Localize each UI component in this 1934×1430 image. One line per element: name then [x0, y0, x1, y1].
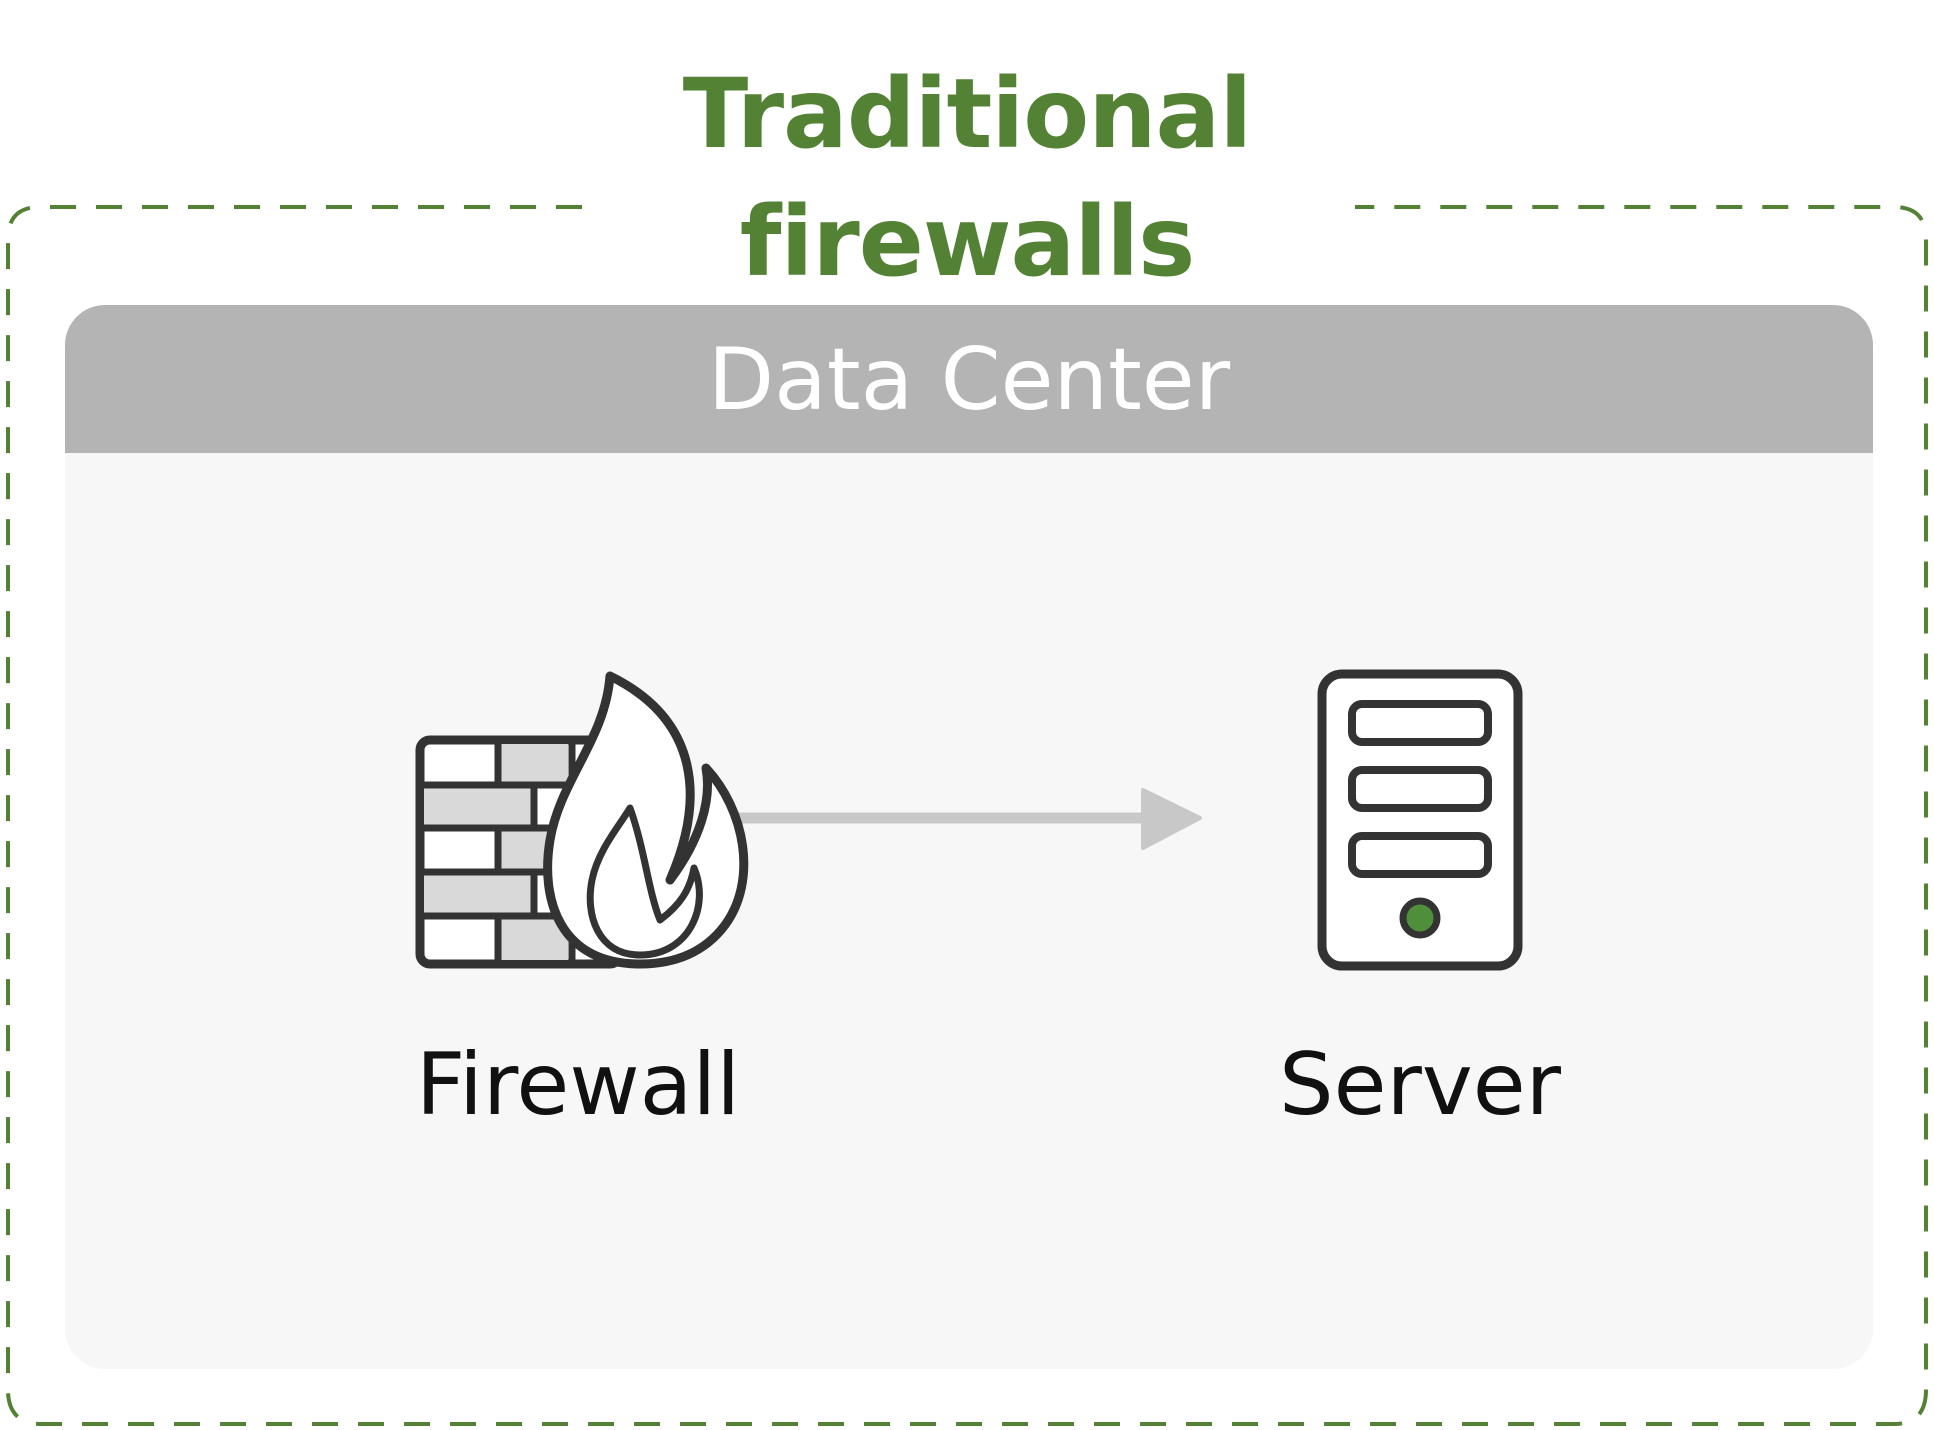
data-center-panel: Data Center	[65, 305, 1873, 1369]
server-icon	[1317, 669, 1523, 971]
data-center-label: Data Center	[707, 330, 1231, 430]
arrow-right-icon	[735, 788, 1202, 850]
server-label: Server	[1278, 1035, 1562, 1135]
firewall-label: Firewall	[415, 1035, 741, 1135]
server-led-icon	[1399, 897, 1441, 939]
data-center-header: Data Center	[65, 305, 1873, 453]
firewall-icon	[415, 671, 749, 969]
diagram-title: Traditional firewalls	[682, 58, 1252, 298]
